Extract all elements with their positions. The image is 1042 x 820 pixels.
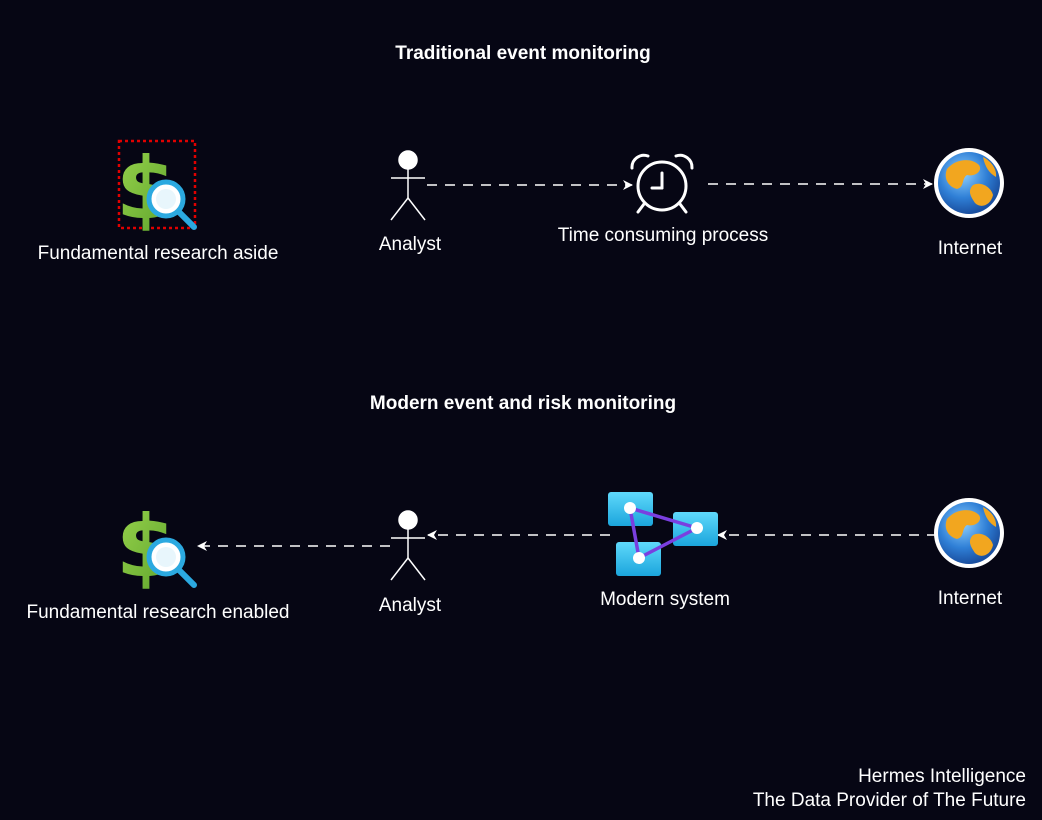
modern-heading: Modern event and risk monitoring <box>369 393 677 414</box>
analyst-label-traditional: Analyst <box>378 234 442 255</box>
research-aside-label: Fundamental research aside <box>37 243 279 264</box>
footer-tagline: The Data Provider of The Future <box>752 790 1026 811</box>
internet-node-traditional[interactable] <box>934 148 1004 218</box>
modern-system-node[interactable] <box>608 492 718 576</box>
dollar-magnifier-icon: $ <box>116 139 197 239</box>
research-enabled-node[interactable]: $ <box>116 497 197 597</box>
traditional-heading: Traditional event monitoring <box>395 43 651 64</box>
globe-icon <box>934 498 1004 568</box>
footer-branding: Hermes Intelligence The Data Provider of… <box>753 765 1026 813</box>
process-label: Time consuming process <box>557 225 769 246</box>
research-enabled-label: Fundamental research enabled <box>26 602 290 623</box>
selection-outline <box>117 139 197 230</box>
footer-company: Hermes Intelligence <box>858 766 1026 787</box>
internet-label-modern: Internet <box>937 588 1003 609</box>
system-label: Modern system <box>600 589 730 610</box>
analyst-label-modern: Analyst <box>378 595 442 616</box>
globe-icon <box>934 148 1004 218</box>
internet-label-traditional: Internet <box>937 238 1003 259</box>
internet-node-modern[interactable] <box>934 498 1004 568</box>
process-node[interactable] <box>630 153 694 214</box>
analyst-node-modern[interactable] <box>390 510 426 581</box>
network-nodes-icon <box>608 492 718 576</box>
stick-figure-icon <box>390 150 426 221</box>
research-aside-node[interactable]: $ <box>116 139 197 239</box>
analyst-node-traditional[interactable] <box>390 150 426 221</box>
alarm-clock-icon <box>630 153 694 214</box>
stick-figure-icon <box>390 510 426 581</box>
dollar-magnifier-icon: $ <box>116 497 197 597</box>
